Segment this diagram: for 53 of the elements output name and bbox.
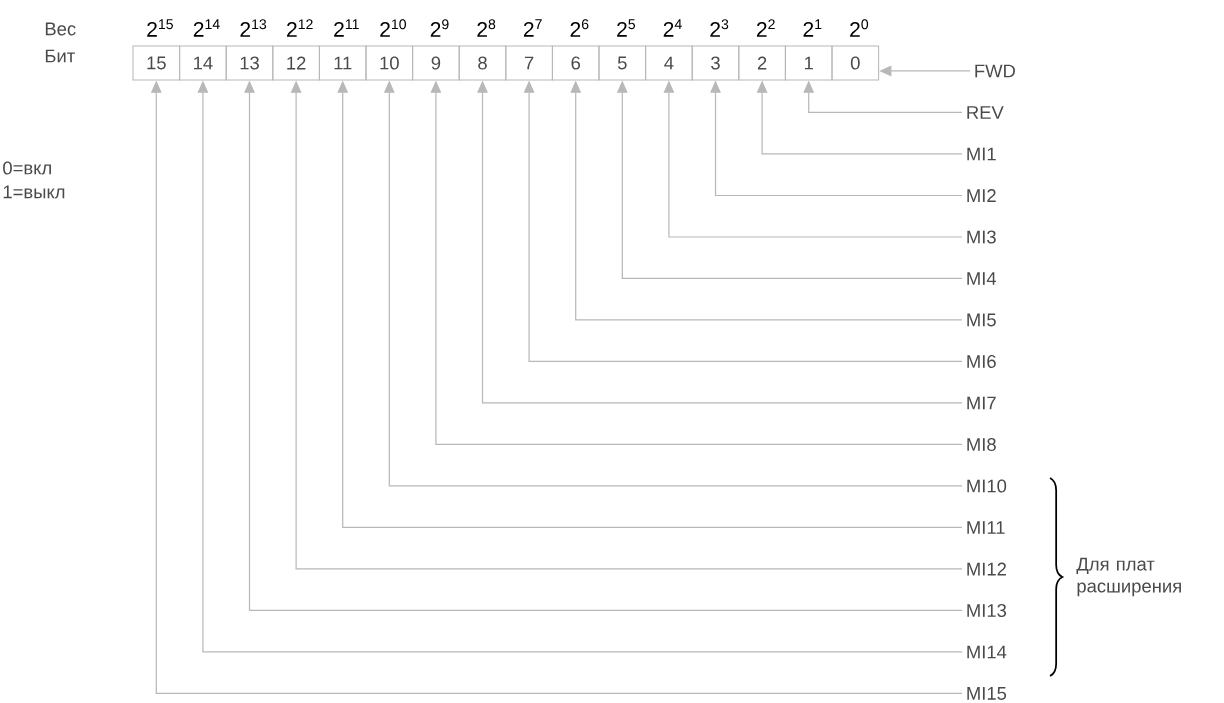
signal-label: MI10	[967, 479, 1007, 493]
bit-cell: 14	[179, 45, 227, 81]
signal-label: MI7	[967, 396, 996, 410]
bit-cell: 8	[458, 45, 507, 81]
note: 1=выкл	[3, 185, 65, 199]
bracket-note: Для плат расширения	[1076, 557, 1181, 597]
bit-cell: 5	[598, 45, 647, 81]
signal-label: MI3	[967, 230, 996, 244]
signal-label: MI1	[967, 147, 996, 161]
bit-cell: 2	[738, 45, 786, 81]
weight-label: 2$^{3}$	[710, 19, 729, 37]
weight-label: 2$^{9}$	[430, 19, 449, 37]
signal-label: MI13	[967, 603, 1007, 618]
signal-label: MI14	[967, 645, 1007, 659]
bit-cell: 12	[272, 45, 320, 81]
signal-label: MI4	[967, 272, 997, 285]
weight-label: 2$^{12}$	[287, 19, 313, 37]
bit-cell: 9	[412, 45, 460, 81]
signal-label: MI12	[967, 562, 1006, 576]
bit-cell: 10	[365, 45, 414, 81]
signal-label: MI6	[967, 354, 996, 369]
signal-label: REV	[967, 106, 1004, 119]
weight-label: 2$^{0}$	[850, 19, 869, 37]
weight-label: 2$^{15}$	[147, 19, 173, 37]
weight-label: 2$^{6}$	[570, 19, 589, 37]
signal-label: MI8	[967, 437, 996, 452]
weight-label: 2$^{7}$	[523, 19, 542, 37]
signal-label: FWD	[975, 64, 1015, 78]
signal-label: MI15	[967, 687, 1007, 700]
bit-cell: 7	[505, 45, 553, 81]
bit-cell: 3	[691, 45, 740, 81]
bit-cell: 4	[645, 45, 693, 81]
signal-label: MI11	[967, 521, 1005, 534]
signal-label: MI2	[967, 189, 996, 202]
weight-label: 2$^{2}$	[756, 19, 775, 37]
weight-label: 2$^{8}$	[477, 19, 496, 37]
bit-cell: 0	[831, 45, 880, 81]
weight-label: 2$^{4}$	[663, 19, 682, 37]
bit-cell: 6	[551, 45, 600, 81]
bit-cell: 1	[784, 45, 833, 81]
weight-label: 2$^{11}$	[334, 19, 359, 37]
weight-label: 2$^{13}$	[240, 19, 267, 37]
weight-label: 2$^{5}$	[617, 19, 636, 37]
header-label: Бит	[45, 49, 75, 63]
weight-label: 2$^{1}$	[803, 19, 822, 37]
bit-cell: 15	[132, 45, 181, 81]
header-label: Вес	[45, 22, 76, 36]
note: 0=вкл	[3, 161, 51, 175]
bit-cell: 13	[225, 45, 274, 81]
weight-label: 2$^{10}$	[380, 19, 406, 37]
signal-label: MI5	[967, 313, 996, 327]
bit-cell: 11	[318, 45, 367, 81]
weight-label: 2$^{14}$	[193, 19, 220, 37]
